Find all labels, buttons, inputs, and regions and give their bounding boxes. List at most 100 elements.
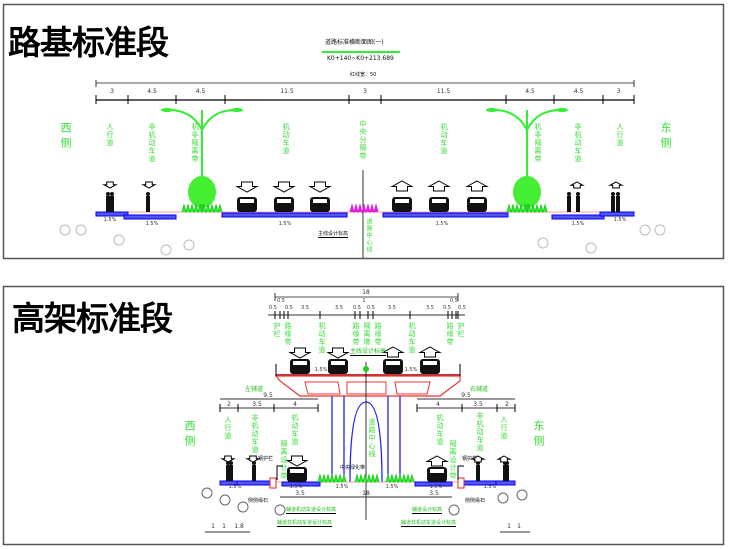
- pavement: [551, 214, 605, 220]
- drawing-title: 道路标准横断面图(一): [325, 39, 384, 46]
- pedestrian-head: [567, 192, 571, 196]
- shrub-icon: [506, 203, 548, 214]
- pedestrian-icon: [616, 196, 620, 212]
- label-sidewalk-w-2: 人行道: [224, 416, 232, 440]
- dim-label: 3.5: [429, 490, 439, 497]
- guardrail-icon: [457, 465, 464, 480]
- label-bike-w: 非机动车道: [148, 123, 156, 163]
- dim-label: 4: [436, 401, 440, 408]
- label-bike-e: 非机动车道: [574, 123, 582, 163]
- deck-dim-label: 0.5: [367, 305, 375, 311]
- road-objects: [59, 108, 666, 256]
- label-curb-w2: 路缘带: [352, 322, 360, 346]
- deck-dim-label: 1: [362, 298, 366, 304]
- label-deck-motor-e: 机动车道: [408, 322, 416, 354]
- car-window: [277, 199, 291, 203]
- lamp-head: [161, 108, 173, 112]
- label-rail-w: 护栏: [273, 322, 281, 338]
- label-sep-w: 机非隔离带: [191, 123, 199, 163]
- dim-label: 3.5: [295, 490, 305, 497]
- shrub-icon: [317, 473, 347, 484]
- pedestrian-head: [576, 192, 580, 196]
- label-motor-e: 机动车道: [440, 123, 448, 155]
- pavement: [599, 211, 635, 217]
- pedestrian-icon: [567, 196, 571, 212]
- down-arrow-icon: [272, 181, 296, 193]
- callout-circle: [497, 492, 509, 504]
- dim-label: 3: [363, 88, 367, 95]
- shrub-icon: [385, 473, 415, 484]
- up-arrow-icon: [425, 455, 449, 467]
- down-arrow-icon: [141, 181, 157, 189]
- tree-trunk: [200, 204, 204, 212]
- deck-dim-label: 3.5: [335, 305, 343, 311]
- dim-label: 4.5: [195, 88, 206, 95]
- label-east: 东侧: [659, 122, 672, 152]
- down-arrow-icon: [326, 347, 350, 359]
- callout-circle: [113, 234, 125, 246]
- car-window: [290, 469, 304, 473]
- deck-dim-label: 0.5: [269, 305, 277, 311]
- car-window: [386, 361, 400, 365]
- dim-label: 3.5: [252, 401, 262, 408]
- deck-dim-label: 0.5: [450, 298, 458, 304]
- callout-circle: [219, 494, 231, 506]
- callout-circle: [75, 224, 87, 236]
- down-arrow-icon: [102, 181, 118, 189]
- deck-dim-label: 3.5: [301, 305, 309, 311]
- up-arrow-icon: [470, 455, 486, 463]
- up-arrow-icon: [427, 180, 451, 192]
- slope-label: 1.5%: [429, 484, 443, 490]
- dim-label: 4.5: [573, 88, 584, 95]
- car-window: [470, 199, 484, 203]
- car-window: [395, 199, 409, 203]
- callout-circle: [516, 489, 528, 501]
- up-arrow-icon: [390, 180, 414, 192]
- tree-icon: [513, 176, 541, 208]
- slope-label: 1.5%: [404, 367, 418, 373]
- label-motor-w-2: 机动车道: [291, 414, 299, 446]
- deck-dim-label: 0.5: [353, 305, 361, 311]
- car-window: [240, 199, 254, 203]
- center-line-label: 道路中心线: [365, 218, 372, 253]
- label-edge-w: 隔离设计带: [280, 440, 288, 480]
- pavement: [382, 212, 509, 218]
- pedestrian-icon: [106, 196, 110, 212]
- label-motor-w: 机动车道: [282, 123, 290, 155]
- ramp-right: 右辅道: [470, 386, 489, 393]
- aux-elev: 辅道设计标高: [412, 507, 443, 514]
- label-center-2: 道路中心线: [368, 418, 376, 458]
- up-arrow-icon: [496, 455, 512, 463]
- pedestrian-head: [616, 192, 620, 196]
- ramp-width: 9.5: [263, 392, 273, 399]
- piers: [331, 396, 401, 483]
- dim-label: 4: [293, 401, 297, 408]
- median-label: 中央绿化带: [340, 465, 366, 471]
- down-arrow-icon: [308, 181, 332, 193]
- car-window: [331, 361, 345, 365]
- road-objects: [201, 346, 528, 516]
- shrub-icon: [354, 473, 380, 484]
- scale-label: 1: [507, 523, 511, 530]
- curb-stone-e: 侧侧缘石: [465, 498, 486, 504]
- dim-label: 3: [616, 88, 621, 95]
- station-range: K0+140~K0+213.689: [327, 55, 394, 62]
- callout-circle: [448, 504, 460, 516]
- label-edge-e: 隔离设计带: [449, 440, 457, 480]
- deck-dim-label: 0.5: [443, 305, 451, 311]
- dim-label: 4.5: [147, 88, 157, 95]
- aux-bike-elev-e: 辅道非机动车道设计标高: [401, 520, 457, 527]
- label-deck-motor-w: 机动车道: [318, 322, 326, 354]
- pedestrian-icon: [252, 465, 256, 481]
- aux-motor-elev: 辅道机动车道设计标高: [286, 507, 337, 514]
- dim-label: 3: [110, 88, 114, 95]
- ramp-left: 左辅道: [245, 386, 264, 393]
- deck-total: 18: [362, 289, 370, 296]
- car-window: [423, 361, 437, 365]
- guardrail-w: 钢护栏: [258, 456, 274, 462]
- total-width: 红线宽：50: [350, 72, 377, 78]
- slope-label: 1.5%: [385, 484, 399, 490]
- label-divider: 隔离墩: [363, 322, 371, 346]
- scale-label: 1.8: [234, 523, 244, 530]
- slope-label: 1.5%: [145, 221, 159, 227]
